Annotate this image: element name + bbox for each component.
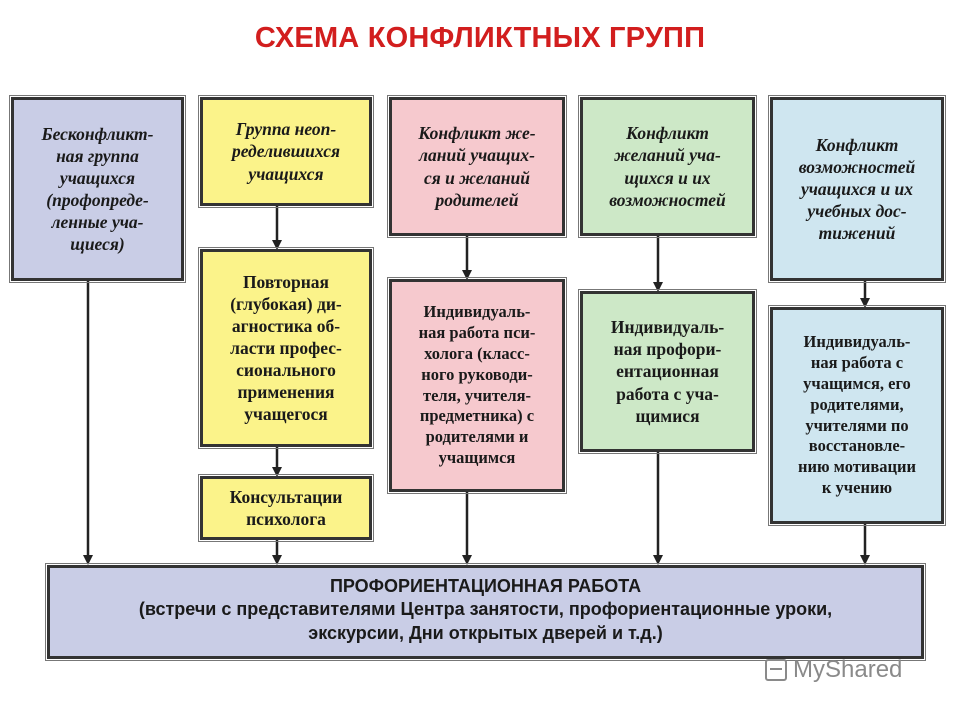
- watermark-text: MyShared: [793, 656, 903, 683]
- box-wishes-abilities-conflict-text: Конфликт желаний уча- щихся и их возможн…: [609, 123, 726, 210]
- box-psychologist-individual-work: Индивидуаль- ная работа пси- холога (кла…: [387, 277, 567, 494]
- summary-line-3: экскурсии, Дни открытых дверей и т.д.): [308, 622, 663, 643]
- watermark-logo: MyShared: [765, 656, 902, 684]
- box-repeat-diagnostics: Повторная (глубокая) ди- агностика об- л…: [198, 247, 374, 449]
- box-conflict-free-group-text: Бесконфликт- ная группа учащихся (профоп…: [41, 123, 154, 255]
- box-abilities-achievements-conflict-text: Конфликт возможностей учащихся и их учеб…: [798, 134, 916, 244]
- box-repeat-diagnostics-text: Повторная (глубокая) ди- агностика об- л…: [230, 271, 342, 425]
- box-wishes-abilities-conflict: Конфликт желаний уча- щихся и их возможн…: [578, 95, 757, 238]
- box-student-parent-conflict: Конфликт же- ланий учащих- ся и желаний …: [387, 95, 567, 238]
- box-career-guidance-work-text: Индивидуаль- ная профори- ентационная ра…: [610, 317, 725, 426]
- box-motivation-recovery-work: Индивидуаль- ная работа с учащимся, его …: [768, 305, 946, 526]
- summary-line-2: (встречи с представителями Центра занято…: [138, 599, 833, 620]
- summary-heading: ПРОФОРИЕНТАЦИОННАЯ РАБОТА: [329, 576, 642, 596]
- box-undecided-group-text: Группа неоп- ределившихся учащихся: [231, 119, 341, 184]
- diagram-title: СХЕМА КОНФЛИКТНЫХ ГРУПП: [254, 22, 706, 54]
- box-psychologist-individual-work-text: Индивидуаль- ная работа пси- холога (кла…: [418, 302, 536, 467]
- box-undecided-group: Группа неоп- ределившихся учащихся: [198, 95, 374, 208]
- presentation-icon: [765, 659, 787, 681]
- box-psychologist-consultation-text: Консультации психолога: [229, 486, 343, 529]
- box-psychologist-consultation: Консультации психолога: [198, 474, 374, 542]
- box-abilities-achievements-conflict: Конфликт возможностей учащихся и их учеб…: [768, 95, 946, 283]
- box-career-guidance-summary: ПРОФОРИЕНТАЦИОННАЯ РАБОТА (встречи с пре…: [45, 563, 926, 661]
- box-career-guidance-work: Индивидуаль- ная профори- ентационная ра…: [578, 289, 757, 454]
- box-motivation-recovery-work-text: Индивидуаль- ная работа с учащимся, его …: [797, 332, 917, 497]
- box-conflict-free-group: Бесконфликт- ная группа учащихся (профоп…: [9, 95, 186, 283]
- box-student-parent-conflict-text: Конфликт же- ланий учащих- ся и желаний …: [418, 123, 536, 210]
